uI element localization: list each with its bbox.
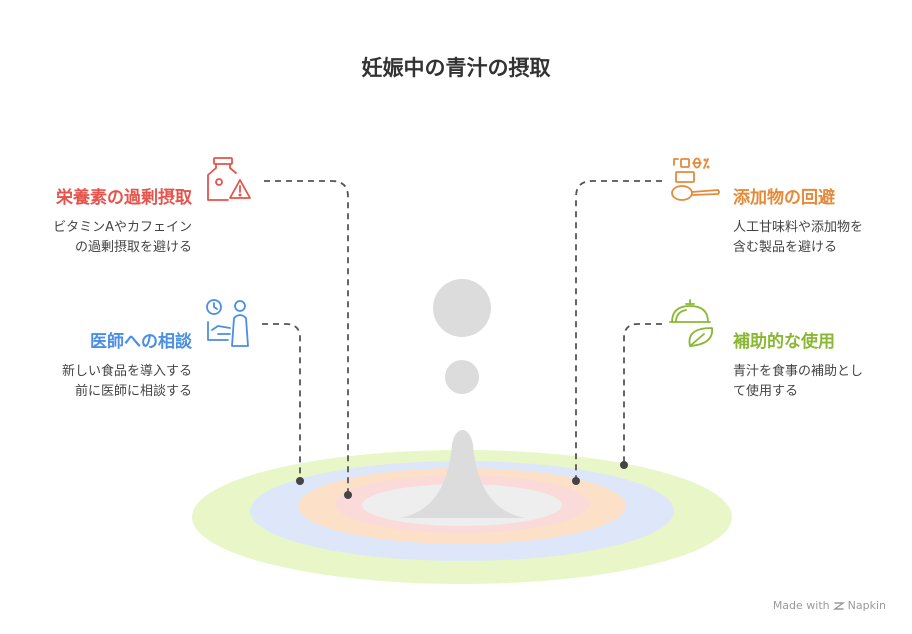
connector-dot-doctor	[296, 477, 304, 485]
napkin-brand-label: Napkin	[847, 599, 886, 612]
made-with-label: Made with	[772, 599, 830, 612]
desc-doctor-line-1: 新しい食品を導入する	[61, 364, 192, 379]
desc-additive: 人工甘味料や添加物を 含む製品を避ける	[733, 218, 863, 258]
supplement-leaf-icon	[669, 299, 713, 347]
heading-additive: 添加物の回避	[733, 188, 835, 208]
water-splash	[400, 430, 525, 518]
desc-doctor: 新しい食品を導入する 前に医師に相談する	[62, 362, 192, 402]
page-title: 妊娠中の青汁の摂取	[361, 56, 551, 80]
connector-dot-supplement	[620, 461, 628, 469]
desc-additive-line-1: 人工甘味料や添加物を	[733, 220, 864, 235]
desc-nutrient-line-2: の過剰摂取を避ける	[74, 240, 192, 255]
connector-additive	[575, 180, 662, 481]
desc-supplement-line-2: て使用する	[733, 384, 799, 399]
desc-supplement-line-1: 青汁を食事の補助とし	[733, 364, 864, 379]
heading-nutrient: 栄養素の過剰摂取	[56, 188, 192, 208]
connector-supplement	[623, 323, 662, 465]
made-with-napkin-badge[interactable]: Made with Napkin	[773, 599, 886, 612]
nutrient-warning-icon	[207, 157, 251, 201]
connector-dot-nutrient	[344, 491, 352, 499]
doctor-consult-icon	[206, 299, 249, 347]
additive-spoon-icon	[671, 157, 720, 201]
connector-doctor	[262, 323, 301, 481]
napkin-logo-icon	[832, 601, 845, 610]
connector-dot-additive	[572, 477, 580, 485]
connector-nutrient	[264, 180, 349, 495]
droplet-small	[445, 360, 479, 394]
desc-nutrient: ビタミンAやカフェイン の過剰摂取を避ける	[53, 218, 192, 258]
desc-additive-line-2: 含む製品を避ける	[733, 240, 838, 255]
droplet-large	[433, 279, 491, 337]
desc-nutrient-line-1: ビタミンAやカフェイン	[53, 220, 192, 235]
desc-supplement: 青汁を食事の補助とし て使用する	[733, 362, 863, 402]
heading-supplement: 補助的な使用	[733, 332, 835, 352]
desc-doctor-line-2: 前に医師に相談する	[74, 384, 192, 399]
heading-doctor: 医師への相談	[90, 332, 192, 352]
